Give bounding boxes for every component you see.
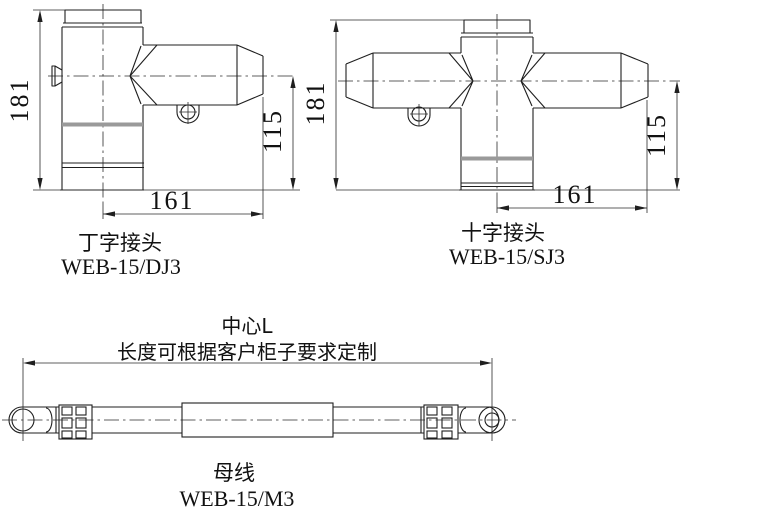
tee-dim-height-label: 181 [5,78,34,123]
cross-bolt-boss [407,104,431,127]
cross-joint-model: WEB-15/SJ3 [449,244,565,269]
tee-joint-name: 丁字接头 [78,231,162,255]
cross-dim-arm-length-label: 161 [553,180,598,209]
busbar-drawing: 中心L 长度可根据客户柜子要求定制 母线 WEB-15/M3 [2,314,516,511]
tee-joint-model: WEB-15/DJ3 [61,254,181,279]
cross-body-outline [345,19,649,191]
cross-dim-arm-height-label: 115 [642,113,671,157]
tee-side-nipple [51,65,63,87]
cross-dim-height: 181 [301,19,464,190]
busbar-name: 母线 [213,461,255,485]
cross-dim-arm-length: 161 [496,100,648,213]
tee-body-outline [51,9,264,191]
busbar-dim-note: 长度可根据客户柜子要求定制 [117,340,377,364]
tee-dim-arm-height: 115 [258,76,296,190]
cross-joint-drawing: 181 115 161 十字接头 WEB-15/SJ3 [301,14,680,269]
cross-dim-height-label: 181 [301,81,330,126]
tee-joint-drawing: 181 115 161 丁字接头 WEB-15/DJ3 [5,4,300,279]
busbar-dim-length: 中心L 长度可根据客户柜子要求定制 [22,314,493,441]
tee-dim-arm-length: 161 [102,97,264,219]
busbar-model: WEB-15/M3 [180,486,295,511]
tee-dim-arm-height-label: 115 [258,109,287,153]
tee-dim-arm-length-label: 161 [150,186,195,215]
tee-bolt-boss [176,102,200,124]
cross-joint-name: 十字接头 [461,221,545,245]
busbar-outline [8,402,506,440]
busbar-dim-title: 中心L [221,314,273,338]
tee-dim-height: 181 [5,9,65,190]
